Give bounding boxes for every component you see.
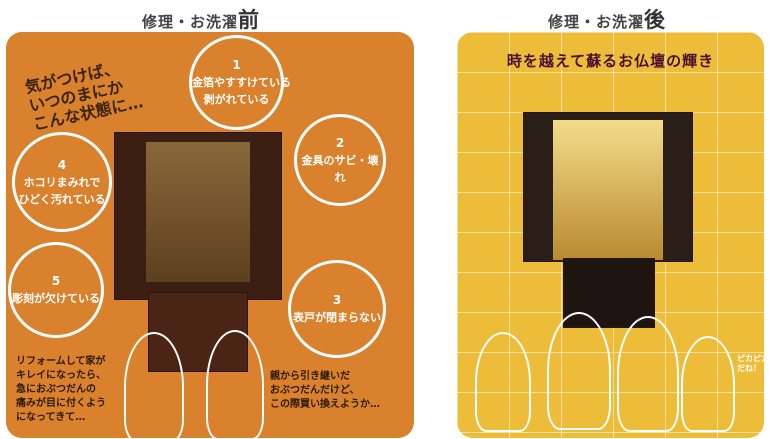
after-panel: 時を越えて蘇るお仏壇の輝き ピカピカ だね！ [457,32,764,438]
intro-text: 気がつけば、 いつのまにか こんな状態に… [23,58,145,135]
before-title: 修理・お洗濯前 [142,8,261,32]
child-speech: ピカピカ だね！ [737,354,764,373]
woman-back-illustration [617,316,679,432]
child-illustration [475,332,531,432]
woman-illustration [124,332,184,438]
butsudan-before-interior [146,142,250,282]
after-title: 修理・お洗濯後 [548,8,667,32]
boy-illustration [681,336,735,432]
man-back-illustration [547,312,611,430]
woman-speech: リフォームして家が キレイになったら、 急におぶつだんの 痛みが目に付くよう に… [16,356,106,423]
after-headline: 時を越えて蘇るお仏壇の輝き [506,52,715,70]
butsudan-after-interior [553,120,663,260]
man-illustration [206,330,264,438]
man-speech: 親から引き継いだ おぶつだんだけど、 この際買い換えようか… [270,371,380,410]
